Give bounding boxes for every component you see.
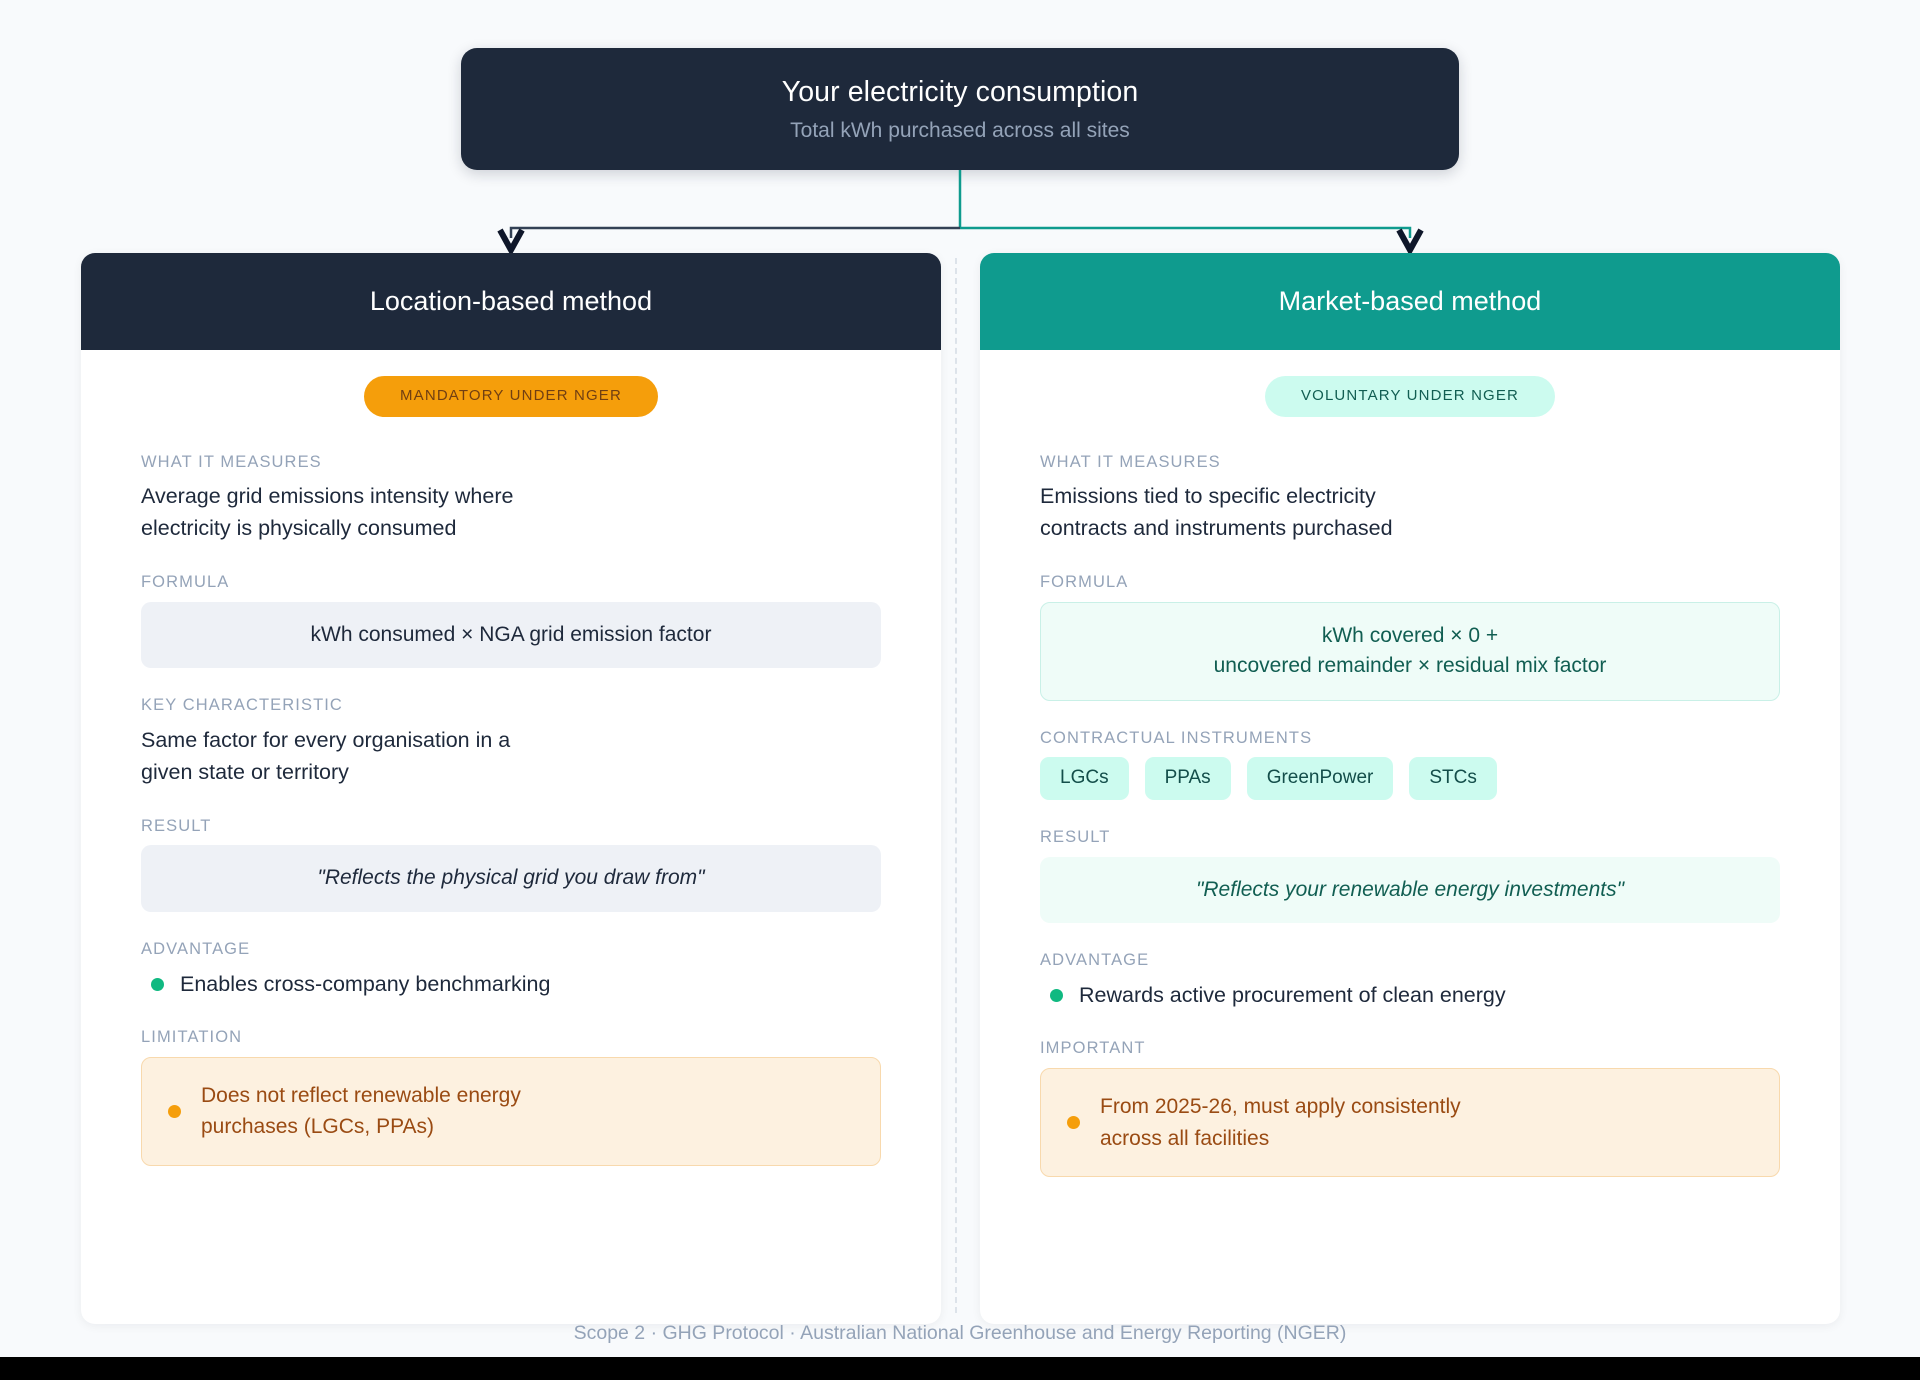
- section-label-contractual-instruments: CONTRACTUAL INSTRUMENTS: [1040, 728, 1313, 747]
- section-what-it-measures: WHAT IT MEASURES Average grid emissions …: [141, 453, 881, 545]
- panel-header-title: Market-based method: [1278, 286, 1542, 317]
- formula-box: kWh consumed × NGA grid emission factor: [141, 601, 881, 669]
- limitation-box: Does not reflect renewable energy purcha…: [141, 1056, 881, 1166]
- top-node-electricity-consumption: Your electricity consumption Total kWh p…: [461, 48, 1459, 170]
- section-label-formula: FORMULA: [141, 572, 230, 591]
- section-label-advantage: ADVANTAGE: [141, 939, 251, 958]
- panel-header-market-based: Market-based method: [980, 253, 1840, 350]
- section-text-what-it-measures: Average grid emissions intensity where e…: [141, 484, 514, 541]
- section-important: IMPORTANT From 2025-26, must apply consi…: [1040, 1039, 1780, 1178]
- panel-header-location-based: Location-based method: [81, 253, 941, 350]
- bottom-bar: [0, 1357, 1920, 1380]
- warning-dot-icon: [1067, 1116, 1080, 1130]
- important-text: From 2025-26, must apply consistently ac…: [1100, 1095, 1461, 1150]
- section-label-formula: FORMULA: [1040, 572, 1129, 591]
- result-box: "Reflects your renewable energy investme…: [1040, 856, 1780, 924]
- section-advantage: ADVANTAGE Enables cross-company benchmar…: [141, 940, 881, 1000]
- section-label-advantage: ADVANTAGE: [1040, 951, 1150, 970]
- warning-dot-icon: [168, 1104, 181, 1118]
- chip-stcs[interactable]: STCs: [1409, 757, 1497, 801]
- chip-lgcs[interactable]: LGCs: [1040, 757, 1129, 801]
- advantage-bullet-row: Enables cross-company benchmarking: [141, 969, 881, 1000]
- section-what-it-measures: WHAT IT MEASURES Emissions tied to speci…: [1040, 453, 1780, 545]
- bullet-dot-icon: [151, 977, 164, 991]
- section-label-result: RESULT: [141, 816, 212, 835]
- panel-market-based: Market-based method VOLUNTARY UNDER NGER…: [980, 253, 1840, 1324]
- chip-greenpower[interactable]: GreenPower: [1246, 757, 1394, 801]
- section-result: RESULT "Reflects your renewable energy i…: [1040, 828, 1780, 924]
- badge-voluntary-under-nger[interactable]: VOLUNTARY UNDER NGER: [1264, 376, 1556, 417]
- section-limitation: LIMITATION Does not reflect renewable en…: [141, 1028, 881, 1166]
- advantage-bullet-row: Rewards active procurement of clean ener…: [1040, 980, 1780, 1011]
- bullet-dot-icon: [1050, 989, 1063, 1003]
- section-contractual-instruments: CONTRACTUAL INSTRUMENTS LGCs PPAs GreenP…: [1040, 729, 1780, 801]
- section-text-key-characteristic: Same factor for every organisation in a …: [141, 727, 511, 784]
- section-label-what-it-measures: WHAT IT MEASURES: [1040, 452, 1221, 471]
- section-formula: FORMULA kWh consumed × NGA grid emission…: [141, 572, 881, 669]
- chip-ppas[interactable]: PPAs: [1144, 757, 1231, 801]
- limitation-text: Does not reflect renewable energy purcha…: [201, 1083, 521, 1139]
- contractual-instruments-chip-list: LGCs PPAs GreenPower STCs: [1040, 757, 1780, 801]
- section-formula: FORMULA kWh covered × 0 + uncovered rema…: [1040, 573, 1780, 701]
- section-key-characteristic: KEY CHARACTERISTIC Same factor for every…: [141, 696, 881, 788]
- top-node-title: Your electricity consumption: [781, 75, 1139, 108]
- section-label-limitation: LIMITATION: [141, 1027, 243, 1046]
- advantage-text: Rewards active procurement of clean ener…: [1079, 983, 1506, 1008]
- section-text-what-it-measures: Emissions tied to specific electricity c…: [1040, 484, 1393, 541]
- section-label-key-characteristic: KEY CHARACTERISTIC: [141, 696, 343, 715]
- badge-mandatory-under-nger[interactable]: MANDATORY UNDER NGER: [364, 376, 658, 417]
- result-box: "Reflects the physical grid you draw fro…: [141, 845, 881, 912]
- section-advantage: ADVANTAGE Rewards active procurement of …: [1040, 951, 1780, 1011]
- section-label-what-it-measures: WHAT IT MEASURES: [141, 452, 322, 471]
- footer-caption: Scope 2 · GHG Protocol · Australian Nati…: [573, 1322, 1347, 1344]
- section-label-important: IMPORTANT: [1040, 1039, 1146, 1058]
- important-box: From 2025-26, must apply consistently ac…: [1040, 1068, 1780, 1178]
- panel-location-based: Location-based method MANDATORY UNDER NG…: [81, 253, 941, 1324]
- advantage-text: Enables cross-company benchmarking: [180, 971, 551, 996]
- section-result: RESULT "Reflects the physical grid you d…: [141, 817, 881, 912]
- top-node-subtitle: Total kWh purchased across all sites: [790, 119, 1130, 142]
- formula-box: kWh covered × 0 + uncovered remainder × …: [1040, 601, 1780, 701]
- panel-header-title: Location-based method: [369, 286, 653, 317]
- panel-divider: [955, 258, 957, 1313]
- section-label-result: RESULT: [1040, 828, 1111, 847]
